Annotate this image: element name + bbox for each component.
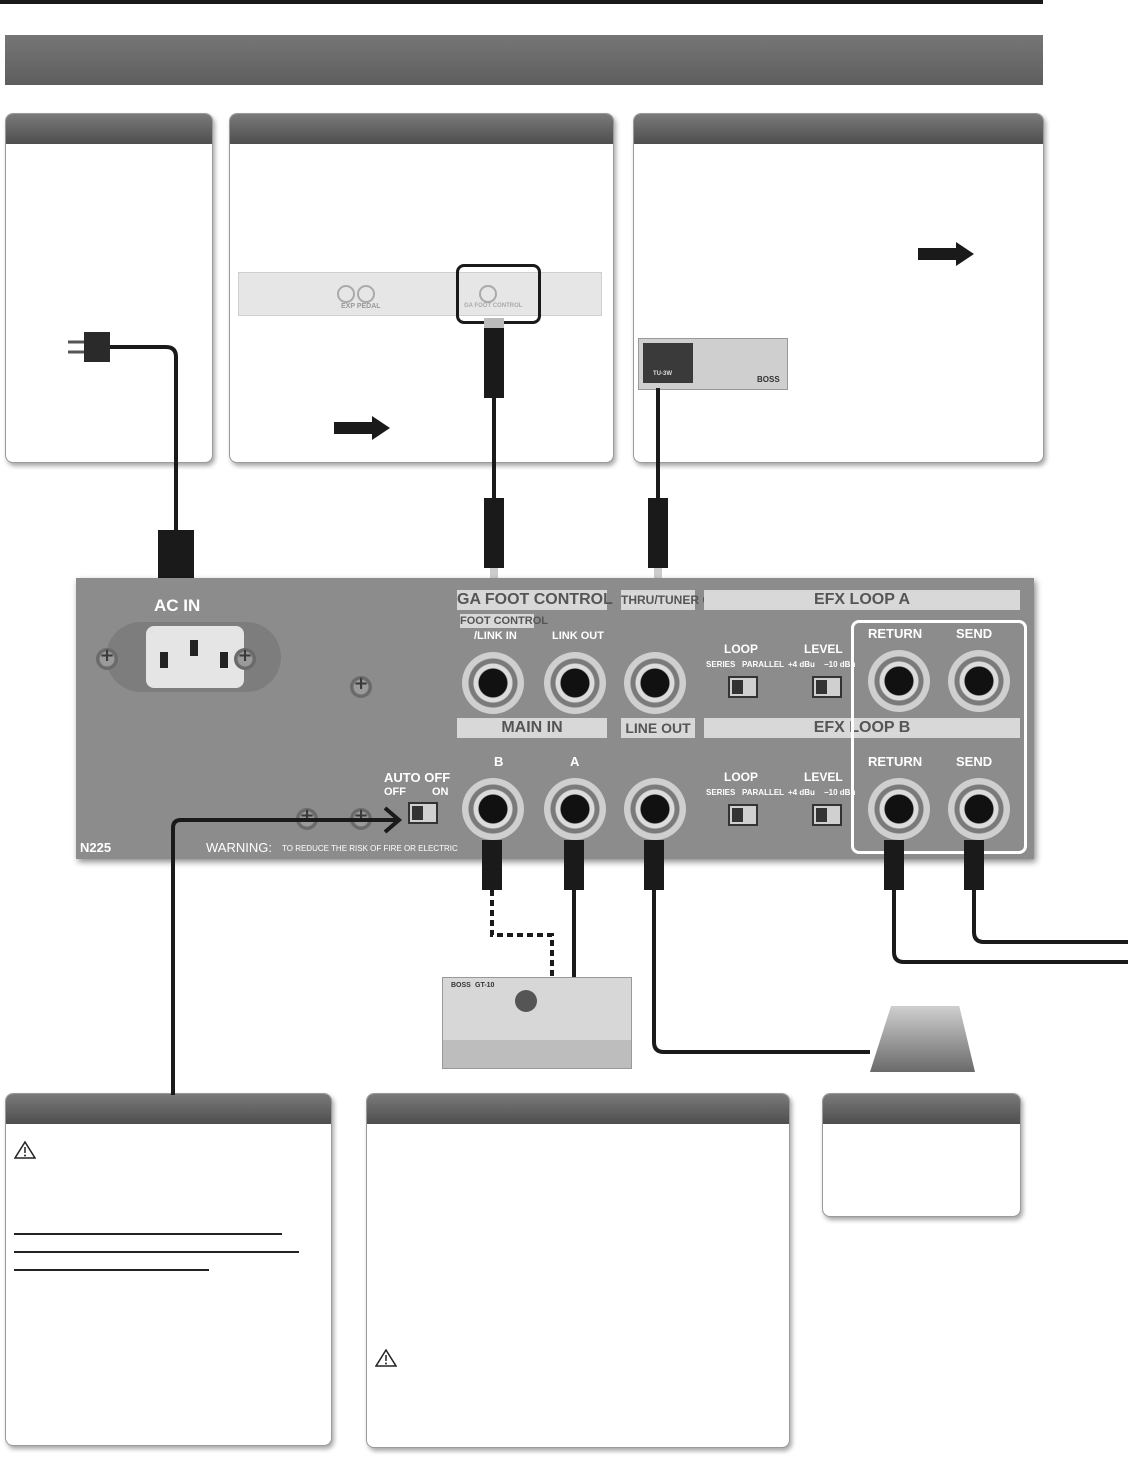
auto-off-box-header bbox=[6, 1094, 331, 1124]
parallel-b-label: PARALLEL bbox=[742, 788, 785, 797]
line-out-jack[interactable] bbox=[624, 778, 686, 840]
warning-icon bbox=[14, 1140, 36, 1159]
exp-jack-2 bbox=[357, 285, 375, 303]
auto-off-callout bbox=[171, 806, 403, 1095]
foot-control-jack bbox=[479, 285, 497, 303]
underline-1 bbox=[14, 1233, 282, 1235]
level-b-label: LEVEL bbox=[804, 770, 843, 784]
ga-foot-control-label: GA FOOT CONTROL bbox=[457, 590, 613, 610]
screw-icon bbox=[350, 673, 372, 698]
send-a-label: SEND bbox=[956, 626, 993, 641]
ga-foot-control-label: GA FOOT CONTROL bbox=[464, 303, 523, 309]
send-b-jack[interactable] bbox=[948, 778, 1010, 840]
power-box bbox=[5, 113, 213, 463]
footswitch-unit: EXP PEDAL GA FOOT CONTROL bbox=[238, 272, 602, 316]
warning-label: WARNING: bbox=[206, 840, 272, 855]
level-b-minus10: −10 dBu bbox=[824, 788, 856, 797]
link-in-jack[interactable] bbox=[462, 652, 524, 714]
parallel-a-label: PARALLEL bbox=[742, 660, 785, 669]
main-in-box-header bbox=[367, 1094, 789, 1124]
power-cable bbox=[68, 332, 194, 585]
return-b-label: RETURN bbox=[868, 754, 923, 769]
exp-pedal-label: EXP PEDAL bbox=[341, 303, 381, 310]
main-in-b-jack[interactable] bbox=[462, 778, 524, 840]
main-in-a-label: A bbox=[570, 754, 580, 769]
bottom-cables bbox=[482, 840, 1128, 1054]
multi-effects-pedals bbox=[443, 1040, 631, 1068]
top-cables bbox=[484, 318, 668, 580]
link-in-label: /LINK IN bbox=[474, 630, 517, 642]
send-a-jack[interactable] bbox=[948, 650, 1010, 712]
ac-inlet[interactable] bbox=[146, 626, 244, 688]
line-out-label: LINE OUT bbox=[621, 718, 695, 738]
efx-loop-b-label: EFX LOOP B bbox=[704, 718, 1020, 738]
efx-highlight bbox=[851, 620, 1027, 854]
auto-off-off-label: OFF bbox=[384, 786, 406, 798]
level-a-plus4: +4 dBu bbox=[788, 660, 815, 669]
multi-effects-model: GT-10 bbox=[475, 982, 495, 989]
thru-tuner-out-label: THRU/TUNER OUT bbox=[621, 590, 728, 610]
level-b-switch[interactable] bbox=[812, 804, 842, 826]
warning-icon bbox=[375, 1348, 397, 1367]
main-in-a-jack[interactable] bbox=[544, 778, 606, 840]
multi-effects-knob bbox=[515, 990, 537, 1012]
level-a-switch[interactable] bbox=[812, 676, 842, 698]
multi-effects-unit: BOSS GT-10 bbox=[442, 977, 632, 1069]
foot-control-label: FOOT CONTROL bbox=[460, 614, 548, 628]
loop-a-label: LOOP bbox=[724, 642, 759, 656]
mixer-icon bbox=[870, 1006, 975, 1072]
level-a-minus10: −10 dBu bbox=[824, 660, 856, 669]
ac-in-label: AC IN bbox=[154, 596, 201, 615]
screw-icon bbox=[234, 645, 256, 670]
underline-2 bbox=[14, 1251, 299, 1253]
return-a-jack[interactable] bbox=[868, 650, 930, 712]
return-a-label: RETURN bbox=[868, 626, 923, 641]
n-code: N225 bbox=[80, 840, 112, 855]
arrow-icon bbox=[918, 242, 974, 266]
line-out-box-header bbox=[823, 1094, 1020, 1124]
tuner-box-header bbox=[634, 114, 1043, 144]
loop-b-switch[interactable] bbox=[728, 804, 758, 826]
series-a-label: SERIES bbox=[706, 660, 736, 669]
tuner-device: BOSS TU-3W bbox=[638, 338, 788, 390]
main-in-b-label: B bbox=[494, 754, 504, 769]
link-out-jack[interactable] bbox=[544, 652, 606, 714]
exp-jack-1 bbox=[337, 285, 355, 303]
level-b-plus4: +4 dBu bbox=[788, 788, 815, 797]
auto-off-switch[interactable] bbox=[408, 802, 438, 824]
rear-panel: AC IN AUTO OFF OFF ON N225 WARNING: TO R… bbox=[76, 578, 1034, 859]
thru-tuner-out-jack[interactable] bbox=[624, 652, 686, 714]
level-a-label: LEVEL bbox=[804, 642, 843, 656]
tuner-meter bbox=[643, 343, 693, 383]
plug-icon bbox=[84, 332, 110, 362]
underline-3 bbox=[14, 1269, 209, 1271]
link-out-label: LINK OUT bbox=[552, 630, 604, 642]
efx-loop-a-label: EFX LOOP A bbox=[704, 590, 1020, 610]
main-in-label: MAIN IN bbox=[457, 718, 607, 738]
auto-off-on-label: ON bbox=[432, 786, 449, 798]
return-b-jack[interactable] bbox=[868, 778, 930, 840]
top-rule bbox=[0, 0, 1043, 4]
title-bar bbox=[5, 35, 1043, 85]
arrow-icon bbox=[334, 416, 390, 440]
auto-off-label: AUTO OFF bbox=[384, 770, 451, 785]
multi-effects-brand: BOSS bbox=[451, 982, 471, 989]
tuner-box bbox=[633, 113, 1044, 463]
series-b-label: SERIES bbox=[706, 788, 736, 797]
tuner-brand: BOSS bbox=[757, 375, 780, 384]
power-box-header bbox=[6, 114, 212, 144]
send-b-label: SEND bbox=[956, 754, 993, 769]
highlight-box bbox=[456, 264, 541, 324]
screw-icon bbox=[96, 645, 118, 670]
tuner-model: TU-3W bbox=[653, 371, 672, 377]
loop-b-label: LOOP bbox=[724, 770, 759, 784]
line-out-box bbox=[822, 1093, 1021, 1217]
loop-a-switch[interactable] bbox=[728, 676, 758, 698]
footswitch-box-header bbox=[230, 114, 613, 144]
warning-text: TO REDUCE THE RISK OF FIRE OR ELECTRIC bbox=[282, 844, 458, 853]
main-in-box bbox=[366, 1093, 790, 1448]
